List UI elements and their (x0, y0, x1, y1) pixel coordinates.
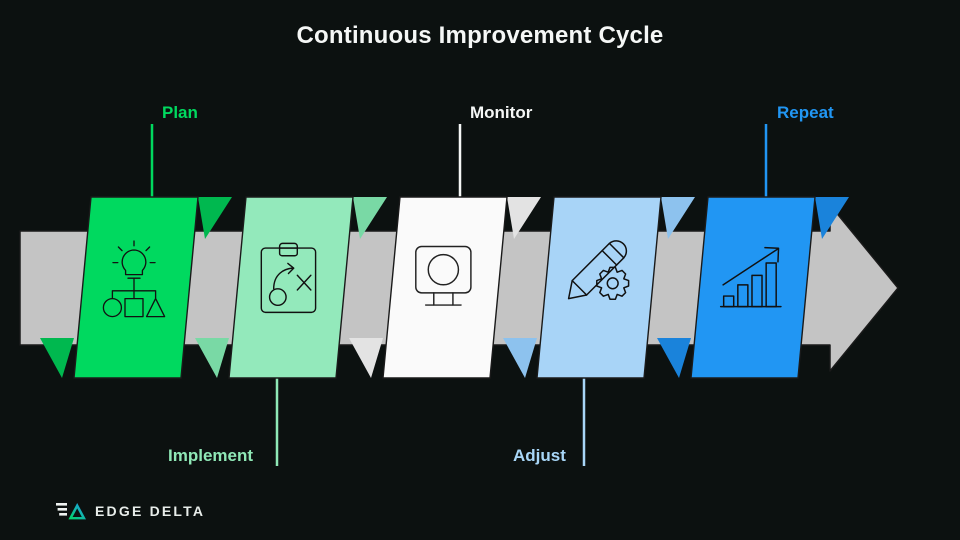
stage-card-plan[interactable] (40, 196, 232, 379)
card-fold-top-adjust (661, 197, 695, 239)
stage-label-repeat: Repeat (777, 103, 834, 122)
stage-card-monitor[interactable] (349, 196, 541, 379)
stage-label-adjust: Adjust (513, 446, 566, 465)
card-fold-bottom-implement (195, 338, 229, 378)
card-body-monitor[interactable] (382, 196, 508, 379)
card-fold-bottom-monitor (349, 338, 383, 378)
card-fold-top-monitor (507, 197, 541, 239)
monitor-display-icon (415, 245, 472, 306)
stage-card-repeat[interactable] (657, 196, 849, 379)
stage-label-implement: Implement (168, 446, 254, 465)
card-fold-top-repeat (815, 197, 849, 239)
stage-label-monitor: Monitor (470, 103, 533, 122)
card-body-plan[interactable] (73, 196, 199, 379)
card-fold-bottom-plan (40, 338, 74, 378)
connector-lines (150, 124, 768, 466)
clipboard-playbook-icon (260, 242, 317, 314)
growth-bar-chart-icon (719, 246, 782, 308)
card-body-implement[interactable] (228, 196, 354, 379)
brand-name: EDGE DELTA (95, 503, 206, 519)
card-fold-bottom-adjust (503, 338, 537, 378)
stage-label-plan: Plan (162, 103, 198, 122)
brand-logo: EDGE DELTA (56, 500, 205, 522)
lightbulb-strategy-icon (102, 240, 166, 318)
card-fold-bottom-repeat (657, 338, 691, 378)
pencil-gear-icon (567, 240, 630, 300)
stage-card-adjust[interactable] (503, 196, 695, 379)
page-title: Continuous Improvement Cycle (296, 22, 664, 49)
card-fold-top-implement (353, 197, 387, 239)
card-body-repeat[interactable] (690, 196, 816, 379)
edge-delta-triangle-icon (56, 503, 86, 520)
card-fold-top-plan (198, 197, 232, 239)
stage-card-implement[interactable] (195, 196, 387, 379)
